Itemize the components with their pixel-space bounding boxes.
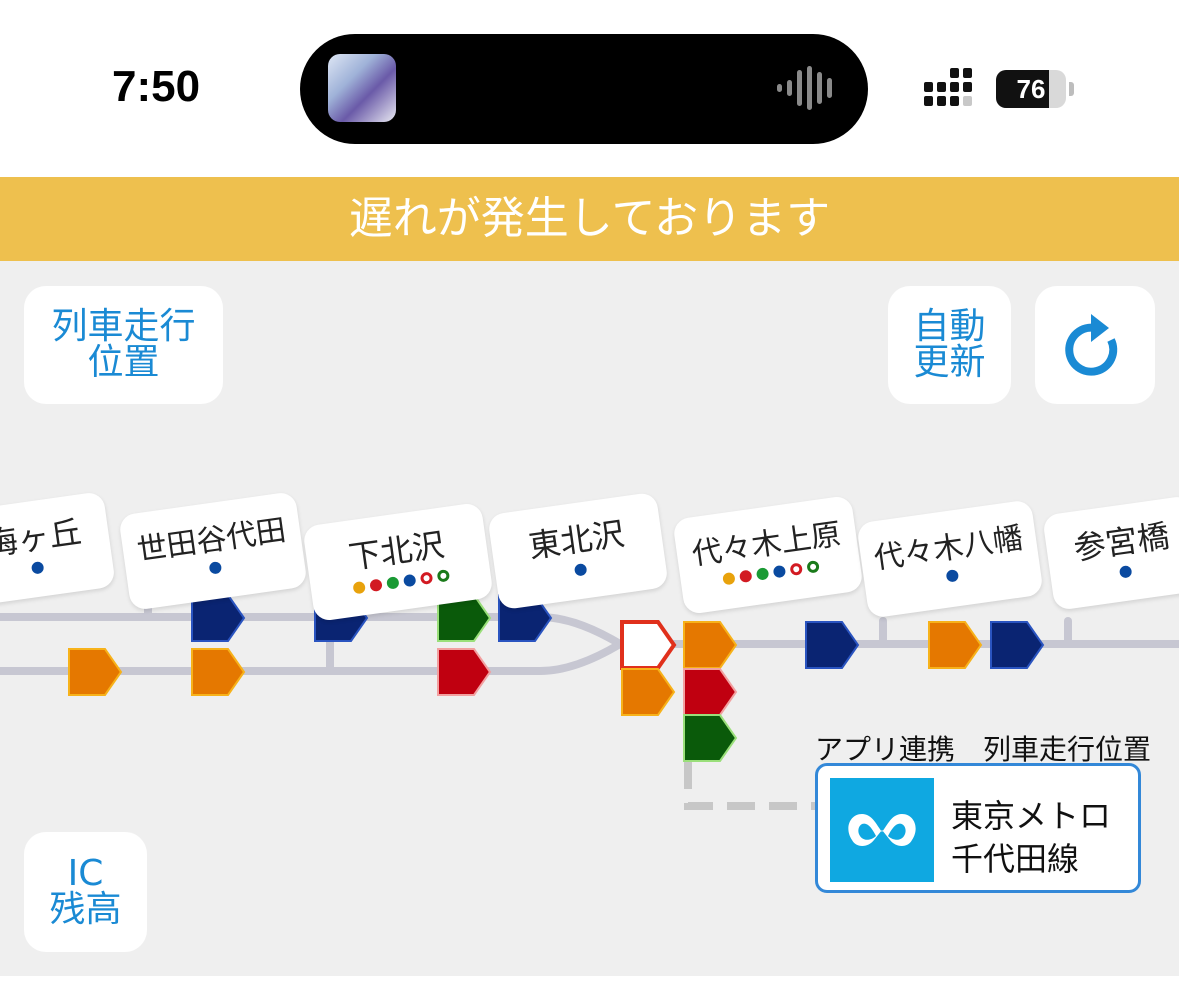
route-map[interactable]: 梅ヶ丘 世田谷代田 下北沢 東北沢 代々木上原 代々木八幡: [0, 261, 1179, 976]
battery-fill: [996, 70, 1050, 108]
train-marker-express[interactable]: [621, 668, 676, 716]
app-link-label: アプリ連携 列車走行位置: [815, 733, 1152, 766]
line-ring-icon: [436, 569, 450, 583]
ic-balance-button[interactable]: IC 残高: [24, 832, 147, 952]
line-dot-icon: [772, 564, 786, 579]
station-dot-icon: [573, 563, 588, 577]
tokyo-metro-chiyoda-link[interactable]: 東京メトロ 千代田線: [815, 763, 1141, 893]
line-dot-icon: [738, 569, 753, 584]
line-ring-icon: [788, 562, 803, 577]
line-dot-icon: [385, 576, 400, 590]
auto-update-label-line2: 更新: [913, 342, 986, 383]
station-sign-sangubashi[interactable]: 参宮橋: [1042, 495, 1179, 611]
battery-indicator: 76: [996, 70, 1066, 108]
line-dot-icon: [351, 580, 366, 595]
train-marker-local[interactable]: [191, 594, 246, 642]
refresh-icon: [1065, 314, 1118, 376]
line-dot-icon: [755, 567, 769, 581]
train-marker-express[interactable]: [928, 621, 983, 669]
train-marker-local[interactable]: [990, 621, 1045, 669]
tokyo-metro-logo-icon: [830, 778, 934, 882]
train-marker-express[interactable]: [683, 621, 738, 669]
station-dot-icon: [945, 569, 960, 583]
now-playing-artwork: [328, 54, 396, 122]
train-marker-local[interactable]: [805, 621, 860, 669]
linked-operator-name: 東京メトロ: [951, 797, 1112, 835]
station-dot-icon: [30, 561, 45, 575]
refresh-button[interactable]: [1035, 286, 1155, 404]
train-marker-express[interactable]: [191, 648, 246, 696]
audio-waveform-icon: [777, 66, 832, 110]
line-dot-icon: [402, 573, 416, 588]
linked-line-name: 千代田線: [951, 840, 1080, 878]
station-dot-icon: [1118, 565, 1133, 579]
train-position-label-line2: 位置: [87, 342, 160, 383]
ic-balance-label-line1: IC: [67, 853, 104, 894]
ic-balance-label-line2: 残高: [49, 889, 122, 930]
transfer-dashed-line: [684, 761, 815, 810]
train-marker-limited-express[interactable]: [683, 668, 738, 716]
battery-tip: [1069, 82, 1074, 96]
auto-update-button[interactable]: 自動 更新: [888, 286, 1011, 404]
battery-level-text: 76: [1016, 74, 1046, 104]
line-dot-icon: [721, 571, 736, 586]
cellular-signal-icon: [924, 68, 972, 106]
train-position-button[interactable]: 列車走行 位置: [24, 286, 223, 404]
train-marker-rapid-express[interactable]: [683, 714, 738, 762]
station-dot-icon: [208, 561, 223, 575]
train-marker-express[interactable]: [68, 648, 123, 696]
train-marker-other[interactable]: [620, 620, 677, 670]
auto-update-label-line1: 自動: [913, 306, 986, 347]
delay-banner: 遅れが発生しております: [0, 177, 1179, 261]
line-ring-icon: [805, 560, 820, 574]
status-time: 7:50: [112, 62, 201, 111]
train-position-label-line1: 列車走行: [51, 306, 196, 347]
line-dot-icon: [368, 578, 383, 593]
train-marker-limited-express[interactable]: [437, 648, 492, 696]
line-ring-icon: [419, 571, 433, 586]
